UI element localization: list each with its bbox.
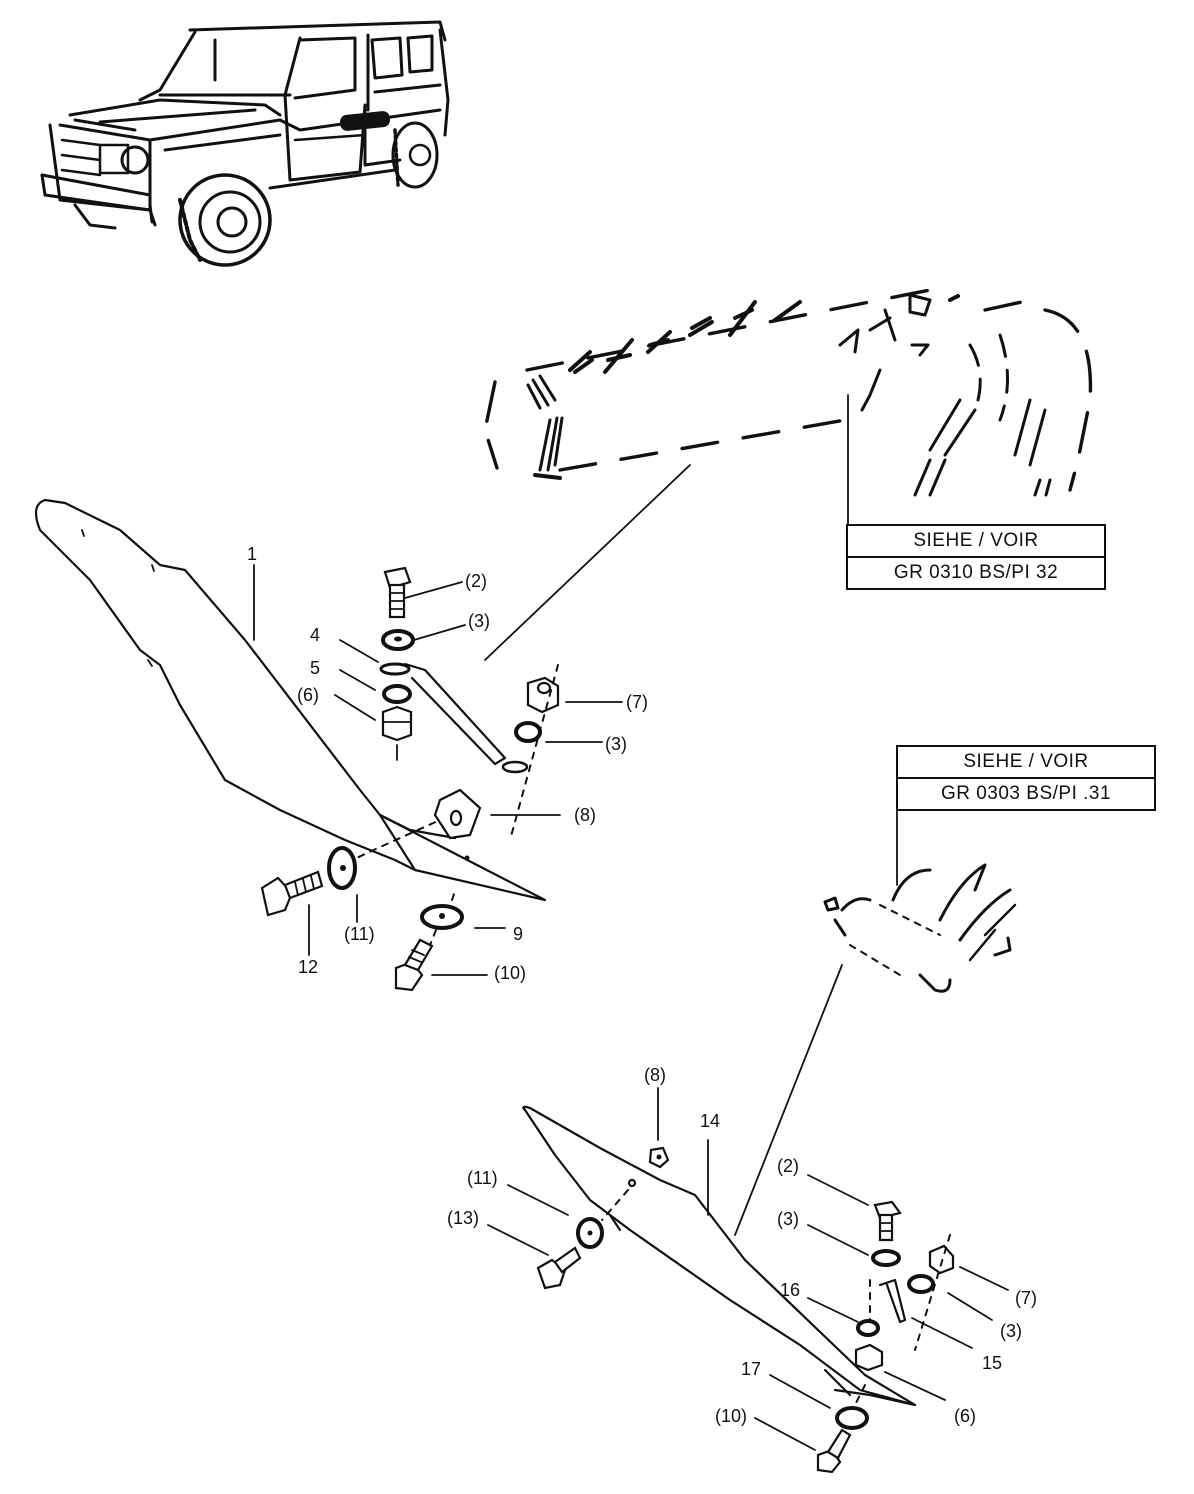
reference-box-upper[interactable]: SIEHE / VOIR GR 0310 BS/PI 32 [846, 524, 1106, 590]
callout-part-10[interactable]: (10) [494, 963, 527, 983]
reference-box-lower[interactable]: SIEHE / VOIR GR 0303 BS/PI .31 [896, 745, 1156, 811]
exhaust-silencer-phantom [483, 288, 1093, 661]
callout-part-6[interactable]: (6) [297, 685, 319, 705]
callout-lower-part-11[interactable]: (11) [467, 1168, 498, 1188]
callout-part-8[interactable]: (8) [574, 805, 596, 825]
reference-heading: SIEHE / VOIR [913, 530, 1039, 551]
callout-part-3[interactable]: (3) [468, 611, 490, 631]
callout-part-11[interactable]: (11) [344, 924, 375, 944]
callout-lower-part-3[interactable]: (3) [777, 1209, 799, 1229]
callout-lower-part-7[interactable]: (7) [1015, 1288, 1037, 1308]
callout-lower-part-16[interactable]: 16 [780, 1280, 801, 1300]
upper-fasteners [260, 566, 623, 992]
callout-lower-part-15[interactable]: 15 [982, 1353, 1003, 1373]
heat-shield-lower [522, 1105, 917, 1407]
callout-part-5[interactable]: 5 [310, 658, 321, 678]
reference-heading: SIEHE / VOIR [963, 751, 1089, 772]
callout-part-2[interactable]: (2) [465, 571, 487, 591]
heat-shield-upper [34, 498, 547, 902]
suv-vehicle-icon [40, 20, 450, 267]
callout-part-3-second[interactable]: (3) [605, 734, 627, 754]
front-silencer-phantom [734, 807, 1017, 1236]
callout-lower-part-17[interactable]: 17 [741, 1359, 762, 1379]
lower-fasteners [487, 1087, 1009, 1474]
callout-lower-part-3-second[interactable]: (3) [1000, 1321, 1022, 1341]
callout-part-1[interactable]: 1 [247, 544, 258, 564]
callout-lower-part-14[interactable]: 14 [700, 1111, 721, 1131]
callout-lower-part-2[interactable]: (2) [777, 1156, 799, 1176]
callout-lower-part-6[interactable]: (6) [954, 1406, 976, 1426]
callout-part-7[interactable]: (7) [626, 692, 648, 712]
callout-lower-part-8[interactable]: (8) [644, 1065, 666, 1085]
callout-part-12[interactable]: 12 [298, 957, 319, 977]
reference-code[interactable]: GR 0310 BS/PI 32 [848, 556, 1104, 588]
reference-code[interactable]: GR 0303 BS/PI .31 [898, 777, 1154, 809]
callout-lower-part-10[interactable]: (10) [715, 1406, 748, 1426]
callout-part-9[interactable]: 9 [513, 924, 524, 944]
callout-lower-part-13[interactable]: (13) [447, 1208, 480, 1228]
callout-part-4[interactable]: 4 [310, 625, 321, 645]
